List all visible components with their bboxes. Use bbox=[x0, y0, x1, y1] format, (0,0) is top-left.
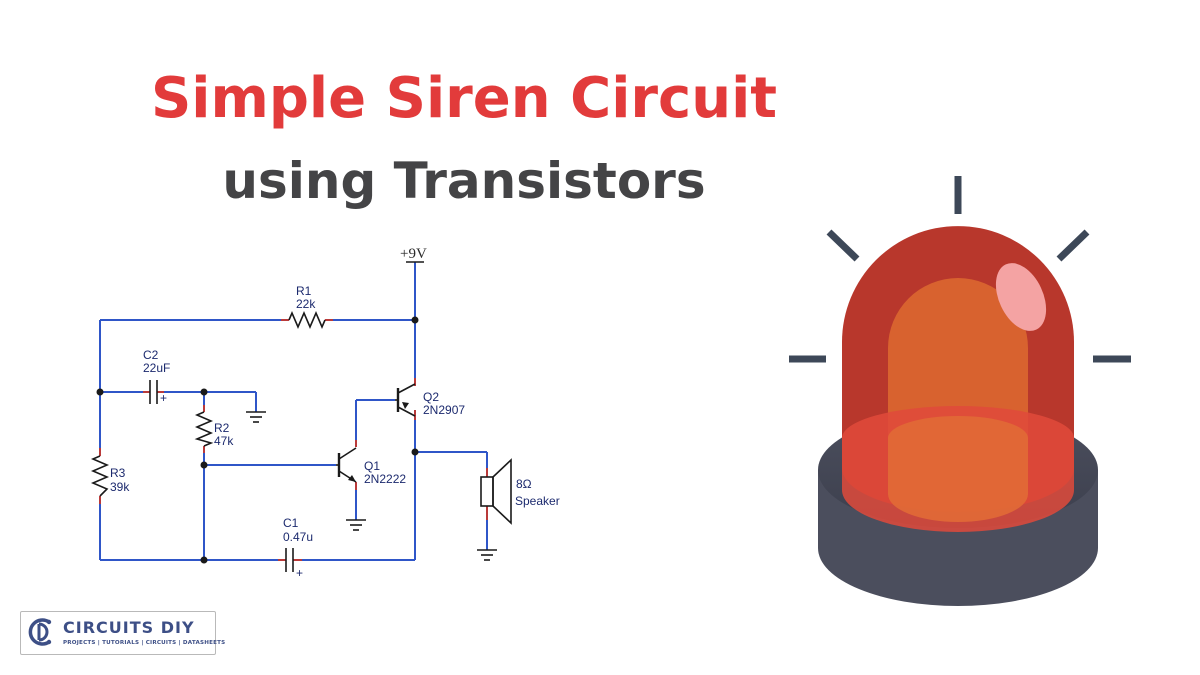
r2-resistor bbox=[194, 411, 214, 447]
r3-ref: R3 bbox=[110, 466, 126, 480]
circuits-diy-logo-icon bbox=[28, 618, 52, 646]
q1-value: 2N2222 bbox=[364, 472, 406, 486]
r2-value: 47k bbox=[214, 434, 234, 448]
speaker-ref: 8Ω bbox=[516, 477, 532, 491]
r1-ref: R1 bbox=[296, 284, 312, 298]
r3-value: 39k bbox=[110, 480, 130, 494]
logo-tagline: PROJECTS | TUTORIALS | CIRCUITS | DATASH… bbox=[63, 640, 226, 646]
siren-highlight bbox=[995, 263, 1047, 331]
r1-resistor bbox=[288, 310, 326, 330]
r2-ref: R2 bbox=[214, 421, 230, 435]
circuits-diy-logo[interactable]: CIRCUITS DIY PROJECTS | TUTORIALS | CIRC… bbox=[20, 611, 225, 655]
logo-name: CIRCUITS DIY bbox=[63, 618, 195, 637]
c2-plus: + bbox=[160, 391, 167, 405]
q1-arrow bbox=[348, 475, 356, 482]
q1-ref: Q1 bbox=[364, 459, 380, 473]
q2-ref: Q2 bbox=[423, 390, 439, 404]
c2-value: 22uF bbox=[143, 361, 170, 375]
title-line-1: Simple Siren Circuit bbox=[150, 66, 778, 131]
title-line-2: using Transistors bbox=[222, 152, 706, 210]
c1-plus: + bbox=[296, 566, 303, 580]
q2-value: 2N2907 bbox=[423, 403, 465, 417]
q2-arrow bbox=[402, 402, 409, 409]
junctions bbox=[96, 316, 419, 564]
r1-value: 22k bbox=[296, 297, 316, 311]
c1-value: 0.47u bbox=[283, 530, 313, 544]
r3-resistor bbox=[90, 455, 110, 497]
siren-rays bbox=[789, 176, 1131, 363]
c1-ref: C1 bbox=[283, 516, 299, 530]
component-symbols bbox=[90, 261, 512, 572]
supply-label: +9V bbox=[400, 246, 427, 262]
c2-ref: C2 bbox=[143, 348, 159, 362]
siren-lamp-glow bbox=[888, 416, 1028, 522]
siren-schematic: +9V R1 22k C2 22uF + R2 47k R3 39k C1 0.… bbox=[90, 246, 560, 580]
speaker-value: Speaker bbox=[515, 494, 560, 508]
